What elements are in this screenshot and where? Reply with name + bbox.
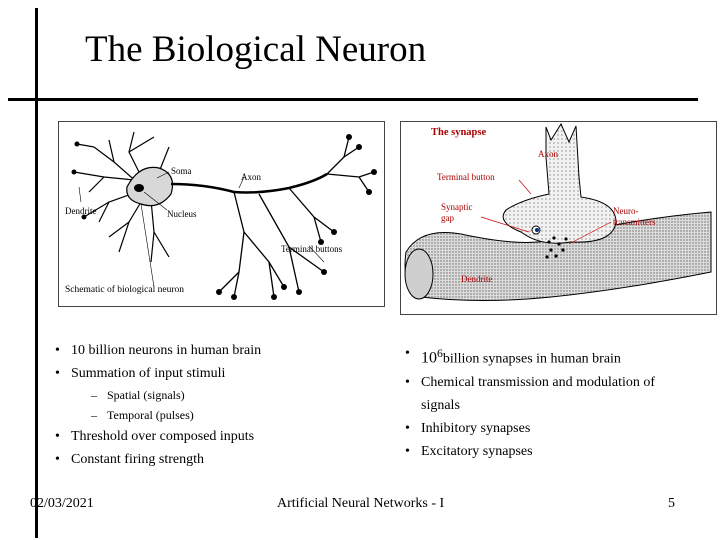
vertical-rule bbox=[35, 8, 38, 538]
label-leaders bbox=[78, 171, 325, 288]
bullet-summation-text: Summation of input stimuli bbox=[71, 366, 226, 381]
bullet-chemical-line2: signals bbox=[421, 397, 460, 413]
sub-bullet-temporal-text: Temporal (pulses) bbox=[107, 408, 194, 422]
soma-body bbox=[126, 166, 174, 207]
footer-title: Artificial Neural Networks - I bbox=[277, 496, 445, 511]
power-exponent: 6 bbox=[437, 347, 443, 360]
sub-bullet-spatial-text: Spatial (signals) bbox=[107, 388, 185, 402]
synapse-diagram: The synapse Axon Terminal button Synapti… bbox=[404, 122, 712, 301]
synapse-title: The synapse bbox=[431, 127, 486, 138]
label-transmitters: transmitters bbox=[613, 217, 656, 227]
axon-line bbox=[170, 172, 328, 194]
bullet-firing: Constant firing strength bbox=[55, 448, 355, 471]
bullet-chemical-line1: Chemical transmission and modulation of bbox=[421, 374, 656, 390]
bullet-synapses: 106billion synapses in human brain bbox=[405, 342, 705, 371]
label-leaders bbox=[480, 179, 612, 245]
bullet-chemical: Chemical transmission and modulation of s… bbox=[405, 371, 705, 417]
left-bullet-list: 10 billion neurons in human brain Summat… bbox=[55, 339, 355, 471]
axon-terminals bbox=[218, 136, 375, 298]
axon-terminal-shape bbox=[502, 122, 617, 244]
label-gap: gap bbox=[441, 213, 454, 223]
terminal-buttons bbox=[71, 134, 377, 300]
right-bullet-list: 106billion synapses in human brain Chemi… bbox=[405, 342, 705, 463]
sub-bullet-list: Spatial (signals) Temporal (pulses) bbox=[71, 385, 355, 425]
neuron-diagram: Soma Axon Dendrite Nucleus Terminal butt… bbox=[65, 131, 377, 300]
dendrite-shape bbox=[404, 211, 712, 301]
label-neuro: Neuro- bbox=[613, 206, 639, 216]
label-nucleus: Nucleus bbox=[167, 209, 197, 219]
bullet-summation: Summation of input stimuli Spatial (sign… bbox=[55, 362, 355, 425]
sub-bullet-spatial: Spatial (signals) bbox=[91, 385, 355, 405]
slide-title: The Biological Neuron bbox=[85, 29, 427, 70]
label-dendrite: Dendrite bbox=[65, 206, 97, 216]
nucleus-dot bbox=[134, 184, 144, 192]
bullet-excitatory: Excitatory synapses bbox=[405, 440, 705, 463]
label-axon: Axon bbox=[241, 172, 261, 182]
bullet-synapses-text: billion synapses in human brain bbox=[442, 351, 621, 367]
bullet-threshold: Threshold over composed inputs bbox=[55, 425, 355, 448]
label-dendrite: Dendrite bbox=[461, 274, 493, 284]
label-synaptic: Synaptic bbox=[441, 202, 473, 212]
dendrite-end bbox=[404, 248, 434, 300]
bullet-neurons: 10 billion neurons in human brain bbox=[55, 339, 355, 362]
label-terminal-button: Terminal button bbox=[437, 172, 495, 182]
power-base: 10 bbox=[421, 349, 437, 367]
sub-bullet-temporal: Temporal (pulses) bbox=[91, 405, 355, 425]
neurotransmitter-dots bbox=[531, 225, 568, 259]
bullet-inhibitory: Inhibitory synapses bbox=[405, 417, 705, 440]
horizontal-rule bbox=[8, 98, 698, 101]
neuron-schematic-figure: Soma Axon Dendrite Nucleus Terminal butt… bbox=[58, 121, 385, 307]
label-soma: Soma bbox=[171, 166, 192, 176]
label-axon: Axon bbox=[538, 149, 558, 159]
label-terminal-buttons: Terminal buttons bbox=[281, 244, 343, 254]
synapse-figure: The synapse Axon Terminal button Synapti… bbox=[400, 121, 717, 315]
footer-date: 02/03/2021 bbox=[30, 496, 94, 511]
caption-schematic: Schematic of biological neuron bbox=[65, 284, 184, 295]
page-number: 5 bbox=[668, 496, 675, 511]
